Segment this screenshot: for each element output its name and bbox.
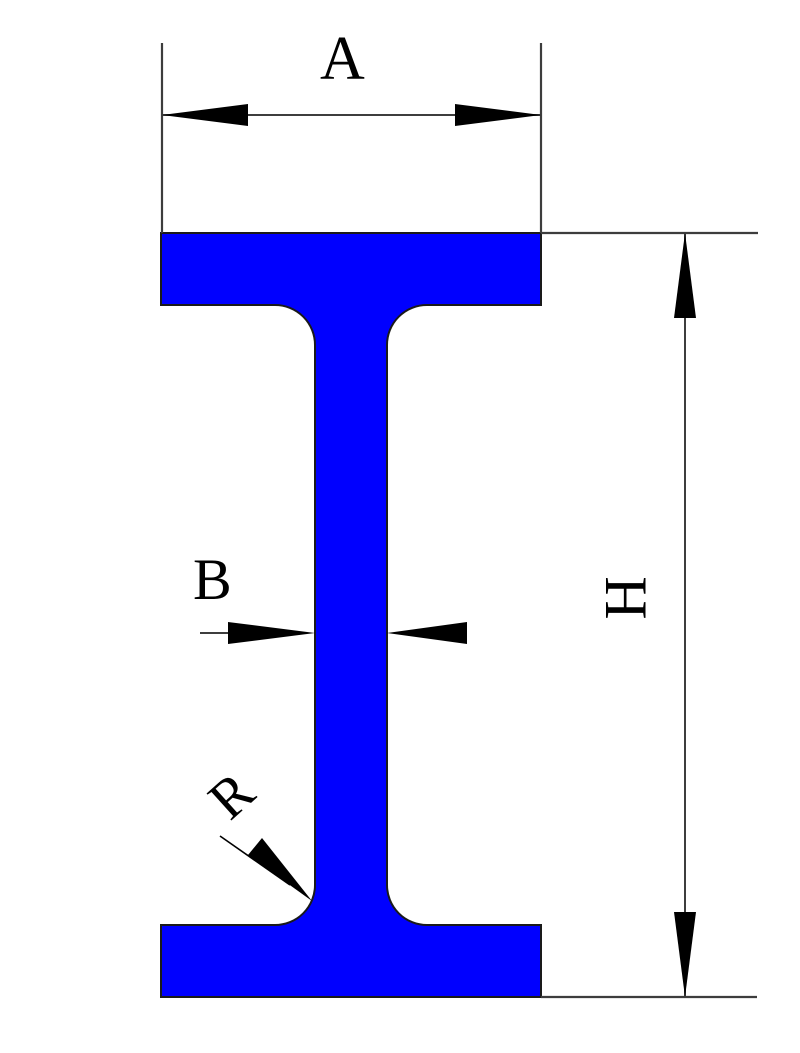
dim-h-arrowhead-bottom <box>674 912 696 997</box>
dim-a-arrowhead-right <box>455 104 541 126</box>
dimension-label-a: A <box>320 25 365 93</box>
ibeam-section-shape <box>160 232 542 998</box>
dim-r-leader-line <box>219 835 291 886</box>
dim-b-arrowhead-left <box>228 622 315 644</box>
dimension-b-group <box>200 622 467 644</box>
dim-b-arrowhead-right <box>387 622 467 644</box>
dim-a-arrowhead-left <box>162 104 248 126</box>
dimension-label-h: H <box>592 576 659 620</box>
dimension-h-group <box>541 231 758 999</box>
dimension-r-group <box>219 835 312 901</box>
dimension-a-group <box>160 43 543 233</box>
dim-h-arrowhead-top <box>674 233 696 318</box>
ibeam-profile-path <box>160 232 542 998</box>
dim-r-arrowhead <box>248 838 312 901</box>
dimension-label-b: B <box>193 547 232 612</box>
